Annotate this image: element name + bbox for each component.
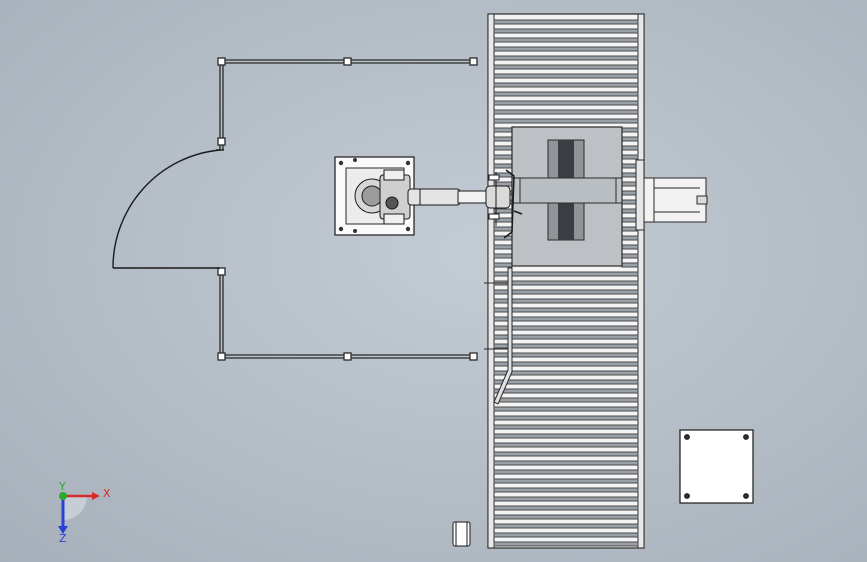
small-part[interactable] [452, 521, 471, 547]
roller [621, 244, 639, 250]
roller [493, 208, 513, 214]
roller [493, 505, 639, 511]
roller [493, 46, 639, 52]
roller [493, 298, 639, 304]
roller [493, 163, 513, 169]
roller [493, 343, 639, 349]
roller [493, 154, 513, 160]
roller [493, 37, 639, 43]
roller [493, 316, 639, 322]
roller [493, 307, 639, 313]
roller [493, 28, 639, 34]
roller [493, 469, 639, 475]
robot-arm[interactable] [354, 169, 523, 239]
roller [493, 334, 639, 340]
roller [621, 154, 639, 160]
control-cabinet[interactable] [679, 429, 754, 504]
fence-door[interactable] [112, 149, 224, 269]
roller [493, 397, 639, 403]
roller [493, 496, 639, 502]
roller [493, 109, 639, 115]
roller [493, 127, 513, 133]
y-axis-label: Y [58, 480, 66, 493]
roller [493, 136, 513, 142]
roller [493, 523, 639, 529]
roller [493, 388, 639, 394]
roller [493, 361, 639, 367]
roller [493, 55, 639, 61]
roller [493, 271, 639, 277]
side-fixture[interactable] [635, 159, 708, 231]
x-axis-label: X [103, 487, 111, 500]
roller [493, 244, 513, 250]
guide-rail [484, 267, 513, 405]
roller [493, 352, 639, 358]
roller [493, 532, 639, 538]
coordinate-triad[interactable]: Y X Z [58, 480, 111, 545]
roller [493, 379, 639, 385]
roller [493, 487, 639, 493]
roller [493, 226, 513, 232]
roller [621, 127, 639, 133]
roller [493, 460, 639, 466]
roller [493, 262, 513, 268]
roller [493, 118, 639, 124]
roller [493, 325, 639, 331]
roller [493, 235, 513, 241]
roller [493, 370, 639, 376]
roller [493, 514, 639, 520]
roller [493, 442, 639, 448]
roller [493, 451, 639, 457]
roller [493, 181, 513, 187]
roller [493, 64, 639, 70]
roller-conveyor[interactable] [487, 13, 645, 549]
roller [493, 280, 639, 286]
z-axis-label: Z [59, 532, 67, 545]
roller [621, 262, 639, 268]
roller [493, 91, 639, 97]
safety-fence[interactable] [217, 57, 478, 361]
roller [493, 100, 639, 106]
roller [493, 541, 639, 547]
roller [493, 478, 639, 484]
roller [621, 145, 639, 151]
roller [621, 136, 639, 142]
roller [493, 82, 639, 88]
roller [621, 235, 639, 241]
roller [493, 73, 639, 79]
roller [493, 145, 513, 151]
workpiece-pallet[interactable] [511, 126, 623, 267]
roller [493, 433, 639, 439]
roller [493, 289, 639, 295]
roller [493, 424, 639, 430]
roller [493, 253, 513, 259]
roller [493, 406, 639, 412]
roller [621, 253, 639, 259]
roller [493, 415, 639, 421]
roller [493, 19, 639, 25]
